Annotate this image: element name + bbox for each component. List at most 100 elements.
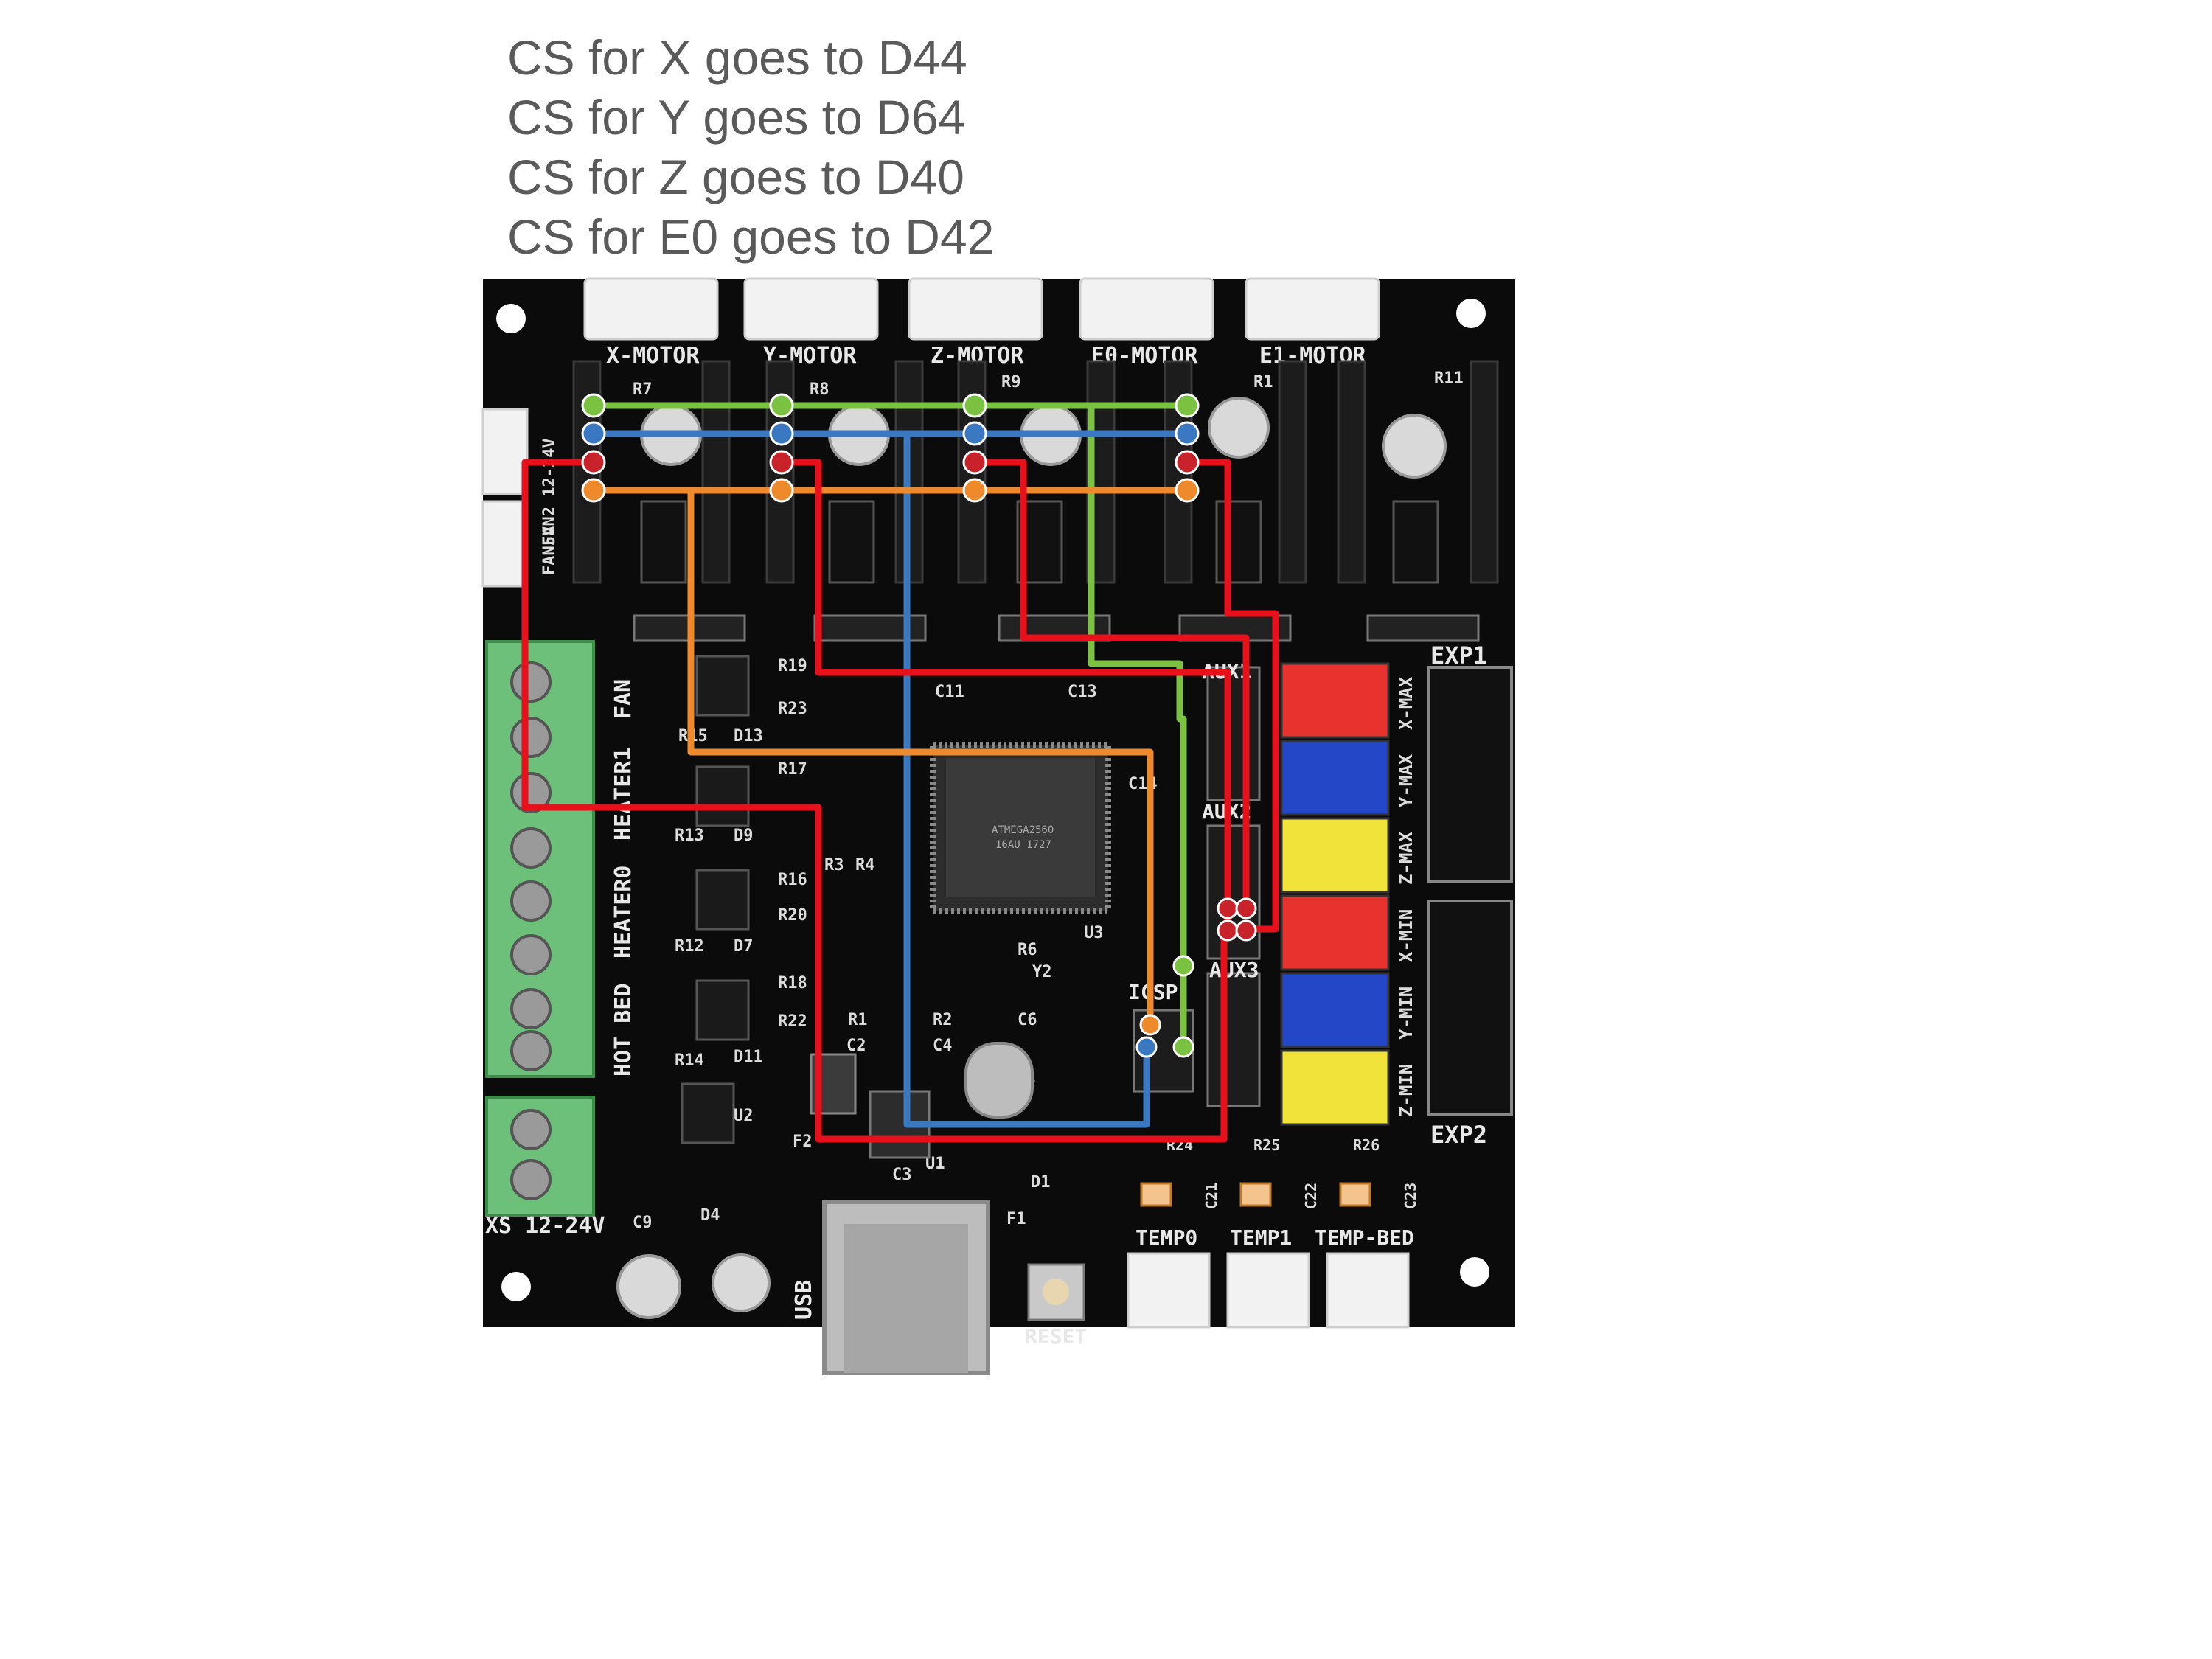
part-label-y2: Y2	[1032, 963, 1052, 981]
z-min-label: Z-MIN	[1396, 1064, 1416, 1117]
temp-bed-label: TEMP-BED	[1315, 1225, 1414, 1250]
crystal-y1	[964, 1042, 1034, 1119]
part-label-r12: R12	[675, 937, 704, 956]
part-label-r1: R1	[848, 1011, 868, 1029]
wire-junction-dots	[581, 393, 1257, 1058]
y-max-label: Y-MAX	[1396, 754, 1416, 807]
c23-label: C23	[1402, 1183, 1419, 1209]
part-label-d1: D1	[1031, 1173, 1051, 1192]
cs-pin-notes: CS for X goes to D44 CS for Y goes to D6…	[507, 28, 994, 267]
driver-capacitors	[640, 397, 1447, 479]
fan-label: FAN	[611, 679, 636, 719]
mcu-chip	[930, 742, 1111, 914]
part-label-f1: F1	[1006, 1210, 1026, 1228]
part-label-d9: D9	[734, 827, 754, 845]
part-label-d7: D7	[734, 937, 754, 956]
exp1-label: EXP1	[1430, 641, 1487, 669]
e1-motor-connector	[1245, 277, 1380, 341]
wire-red-x	[521, 459, 1228, 1143]
r25-label: R25	[1253, 1136, 1280, 1154]
temp1-label: TEMP1	[1230, 1225, 1292, 1250]
heater0-label: HEATER0	[611, 866, 636, 959]
part-label-c13: C13	[1068, 683, 1097, 701]
fan-connectors	[481, 408, 529, 588]
thermistor-connectors	[1127, 1252, 1410, 1329]
usb-label: USB	[791, 1280, 817, 1320]
mount-hole-bl	[501, 1272, 531, 1301]
usb-port-inner	[844, 1224, 968, 1373]
part-label-r19: R19	[778, 657, 807, 675]
part-label-c9: C9	[633, 1214, 653, 1232]
part-label-f2: F2	[793, 1133, 813, 1151]
z-max-label: Z-MAX	[1396, 831, 1416, 885]
r26-label: R26	[1353, 1136, 1380, 1154]
wire-orange	[590, 487, 1191, 1029]
z-motor-connector	[908, 277, 1043, 341]
part-label-r23: R23	[778, 700, 807, 718]
cs-wires-overlay	[521, 402, 1279, 1143]
part-label-c4: C4	[933, 1037, 953, 1055]
part-label-r18: R18	[778, 974, 807, 992]
part-label-r2: R2	[933, 1011, 953, 1029]
note-line-x: CS for X goes to D44	[507, 30, 967, 85]
r8-label: R8	[810, 380, 830, 399]
part-label-d4: D4	[700, 1206, 720, 1225]
chip-name: ATMEGA2560	[992, 824, 1054, 836]
exp-headers	[1427, 666, 1513, 1116]
x-min-label: X-MIN	[1396, 909, 1416, 962]
part-label-c11: C11	[935, 683, 964, 701]
wire-blue	[590, 430, 1191, 1128]
x-motor-connector	[583, 277, 719, 341]
part-label-r22: R22	[778, 1012, 807, 1031]
chip-code: 16AU 1727	[995, 839, 1051, 851]
mount-hole-tl	[496, 304, 526, 333]
aux-headers	[1133, 666, 1261, 1107]
wire-red-y	[778, 459, 1231, 933]
input-capacitors	[616, 1253, 771, 1319]
heater1-label: HEATER1	[611, 748, 636, 841]
motor-connectors	[583, 277, 1380, 341]
chip-ref: U3	[1084, 924, 1104, 942]
note-line-y: CS for Y goes to D64	[507, 90, 966, 145]
c21-label: C21	[1203, 1183, 1220, 1209]
mount-hole-br	[1460, 1257, 1489, 1287]
part-label-r3: R3	[824, 856, 844, 874]
hot-bed-label: HOT BED	[611, 984, 636, 1077]
part-label-d13: D13	[734, 727, 763, 745]
x-motor-label: X-MOTOR	[606, 343, 700, 369]
reset-button-cap[interactable]	[1043, 1279, 1069, 1305]
power-input-label: XS 12-24V	[485, 1213, 605, 1239]
r9-label: R9	[1001, 373, 1021, 392]
part-label-c2: C2	[846, 1037, 866, 1055]
r7-label: R7	[633, 380, 653, 399]
r1-top-label: R1	[1253, 373, 1273, 392]
part-label-c6: C6	[1018, 1011, 1037, 1029]
note-line-z: CS for Z goes to D40	[507, 150, 964, 204]
part-label-d11: D11	[734, 1048, 763, 1066]
fan5v-label: FAN5V	[540, 526, 559, 575]
mosfets	[681, 655, 750, 1144]
wire-red-e0	[1183, 459, 1279, 933]
e0-motor-connector	[1079, 277, 1214, 341]
endstop-connectors	[1280, 662, 1390, 1126]
x-max-label: X-MAX	[1396, 676, 1416, 730]
wire-red-z	[971, 459, 1250, 918]
screw-terminals	[485, 640, 595, 1217]
r11-label: R11	[1434, 369, 1464, 388]
part-label-r13: R13	[675, 827, 704, 845]
temp0-label: TEMP0	[1135, 1225, 1197, 1250]
note-line-e0: CS for E0 goes to D42	[507, 209, 995, 264]
exp2-label: EXP2	[1430, 1121, 1487, 1149]
c22-label: C22	[1302, 1183, 1320, 1209]
part-label-r6: R6	[1018, 941, 1037, 959]
fan2-label: FAN2 12-24V	[540, 438, 559, 546]
part-label-r17: R17	[778, 760, 807, 779]
aux3-label: AUX3	[1209, 958, 1259, 982]
part-label-r14: R14	[675, 1051, 704, 1070]
part-label-c3: C3	[892, 1166, 912, 1184]
part-label-r4: R4	[855, 856, 875, 874]
temp-caps	[1140, 1182, 1371, 1207]
y-min-label: Y-MIN	[1396, 987, 1416, 1040]
part-label-u2: U2	[734, 1107, 754, 1125]
